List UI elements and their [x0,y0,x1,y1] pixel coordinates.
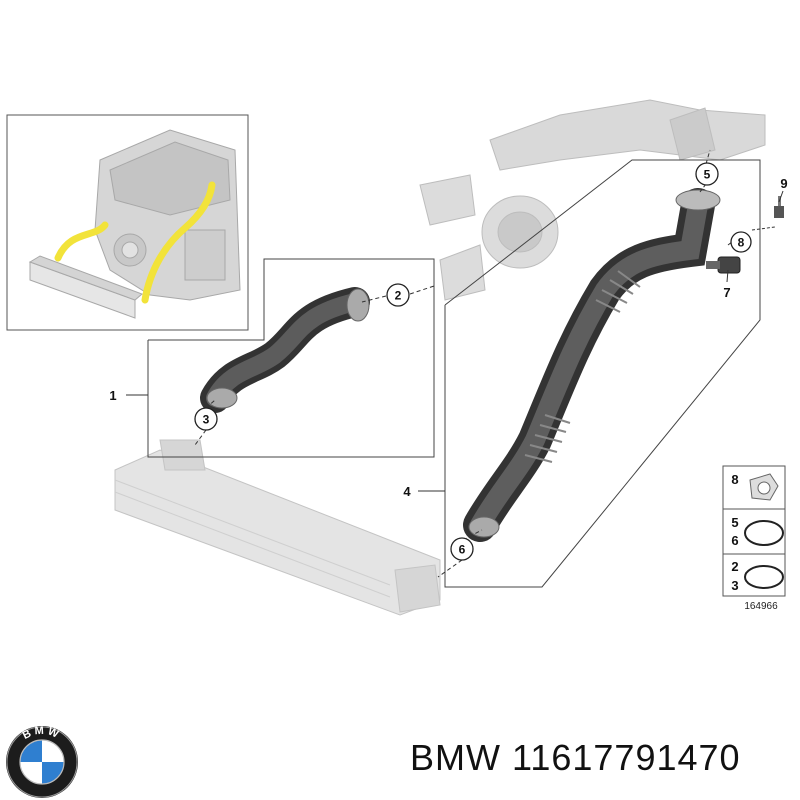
inset-highlight-hose-left [54,221,109,262]
callout-8: 8 [730,231,752,253]
svg-text:3: 3 [203,413,210,427]
svg-text:BMW: BMW [21,725,63,742]
overview-inset [6,114,249,331]
legend-num-3: 3 [731,578,738,593]
charge-air-hose-4 [463,188,721,542]
legend-num-6: 6 [731,533,738,548]
turbo-manifold-ghost [489,99,766,171]
svg-text:8: 8 [738,236,745,250]
legend-num-2: 2 [731,559,738,574]
callout-7: 7 [723,285,730,300]
intercooler-ghost [114,439,441,616]
o-ring-2-3-icon [744,565,784,589]
svg-text:2: 2 [395,289,402,303]
callout-3: 3 [194,407,218,431]
turbocharger-ghost [419,174,559,301]
inset-intercooler [28,255,143,319]
hose-4-clamp-lower [468,516,500,538]
callout-2: 2 [386,283,410,307]
bmw-logo: BMW [6,725,78,798]
callout-1: 1 [109,388,116,403]
diagram-reference-number: 164966 [744,601,778,612]
engine-block-illustration [94,129,241,301]
seal-legend: 8 5 6 2 3 [722,465,786,597]
legend-num-8: 8 [731,472,738,487]
assembly-1-outline [147,258,435,458]
hose-4-top-flange [675,189,721,211]
callout-6: 6 [450,537,474,561]
assembly-4-outline [444,159,761,588]
gasket-8-icon [749,473,779,501]
inset-highlight-hose-right [141,181,216,304]
hose-1-clamp-lower [206,387,238,409]
callout-4: 4 [403,484,411,499]
callout-9: 9 [780,176,787,191]
charge-air-hose-1 [200,287,370,413]
bolt-9 [774,196,784,218]
o-ring-5-6-icon [744,520,784,546]
callout-5: 5 [695,162,719,186]
pressure-sensor-7 [706,256,741,274]
legend-num-5: 5 [731,515,738,530]
part-number-label: BMW 11617791470 [410,737,741,778]
svg-text:5: 5 [704,168,711,182]
hose-4-corrugation [524,270,641,463]
svg-text:6: 6 [459,543,466,557]
hose-1-clamp-upper [346,288,370,322]
